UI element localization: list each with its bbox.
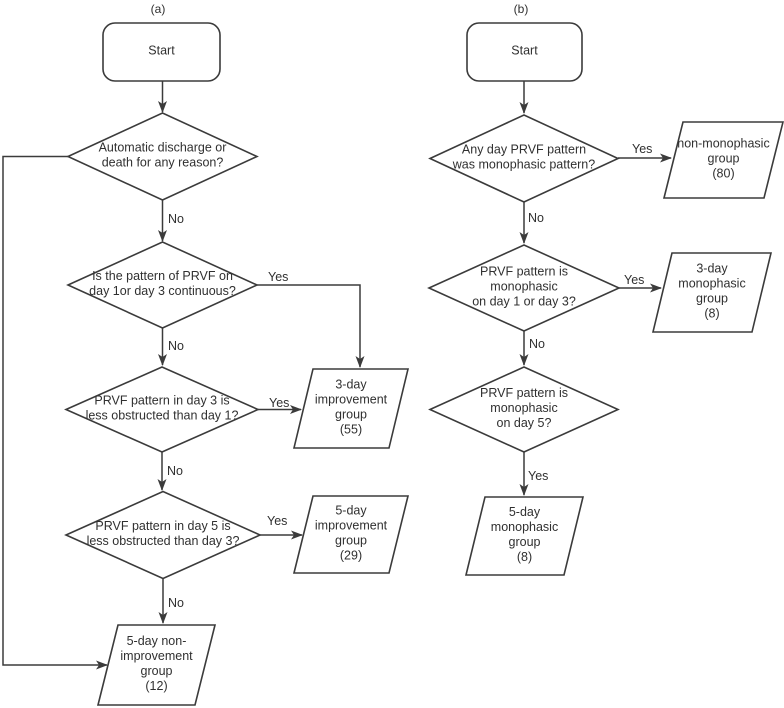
a-edge-day3-yes: Yes	[258, 396, 302, 414]
b-edge-anyday-yes: Yes	[618, 142, 672, 163]
b-start-node-shape	[466, 22, 583, 82]
a-edge-day5-yes-label: Yes	[267, 514, 287, 528]
a-decision-discharge-death-shape	[66, 112, 259, 201]
a-decision-continuous-pattern-shape	[66, 241, 259, 329]
a-io-3day-improvement-group-shape	[292, 368, 410, 449]
b-io-3day-monophasic-group-shape	[651, 252, 773, 333]
a-edge-discharge-left-to-non-improvement-line	[2, 155, 108, 670]
a-edge-discharge-no-label: No	[168, 212, 184, 226]
b-io-non-monophasic-group-shape	[662, 121, 784, 199]
a-edge-continuous-yes: Yes	[257, 270, 365, 368]
a-edge-day5-yes: Yes	[260, 514, 303, 540]
b-edge-day13-yes-label: Yes	[624, 273, 644, 287]
a-edge-continuous-no: No	[158, 328, 184, 366]
a-edge-continuous-no-label: No	[168, 339, 184, 353]
panel-label-b: (b)	[514, 2, 529, 16]
b-edge-anyday-no-label: No	[528, 211, 544, 225]
a-decision-day3-less-obstructed-shape	[64, 366, 260, 453]
a-edge-discharge-no: No	[158, 200, 184, 242]
a-decision-day5-less-obstructed-shape	[64, 490, 262, 580]
b-edge-day13-yes: Yes	[619, 273, 662, 293]
a-edge-day5-no-label: No	[168, 596, 184, 610]
a-io-5day-improvement-group-shape	[292, 495, 410, 574]
panel-label-a: (a)	[151, 2, 166, 16]
a-edge-day3-no-label: No	[167, 464, 183, 478]
b-edge-day13-no-label: No	[529, 337, 545, 351]
b-edge-day5-yes: Yes	[519, 452, 548, 496]
b-decision-monophasic-day1-or-3-shape	[427, 244, 621, 332]
b-start-node: Start	[466, 22, 583, 82]
a-edge-continuous-yes-label: Yes	[268, 270, 288, 284]
b-decision-any-day-monophasic-shape	[428, 114, 620, 203]
a-start-node-label: Start	[148, 44, 175, 58]
a-edge-continuous-yes-line	[257, 284, 365, 368]
a-edge-day3-yes-label: Yes	[269, 396, 289, 410]
a-start-node: Start	[102, 22, 221, 82]
b-start-node-label: Start	[511, 44, 538, 58]
b-io-5day-monophasic-group-shape	[464, 496, 585, 576]
b-edge-day5-yes-label: Yes	[528, 469, 548, 483]
a-edge-day5-no: No	[158, 578, 184, 624]
b-decision-monophasic-day5-shape	[428, 366, 620, 453]
b-edge-day13-no: No	[519, 331, 545, 366]
a-start-node-shape	[102, 22, 221, 82]
a-edge-day3-no: No	[157, 452, 183, 491]
a-io-5day-non-improvement-group-shape	[96, 624, 217, 706]
a-edge-discharge-left-to-non-improvement	[2, 155, 108, 670]
b-edge-anyday-yes-label: Yes	[632, 142, 652, 156]
b-edge-anyday-no: No	[519, 202, 544, 244]
